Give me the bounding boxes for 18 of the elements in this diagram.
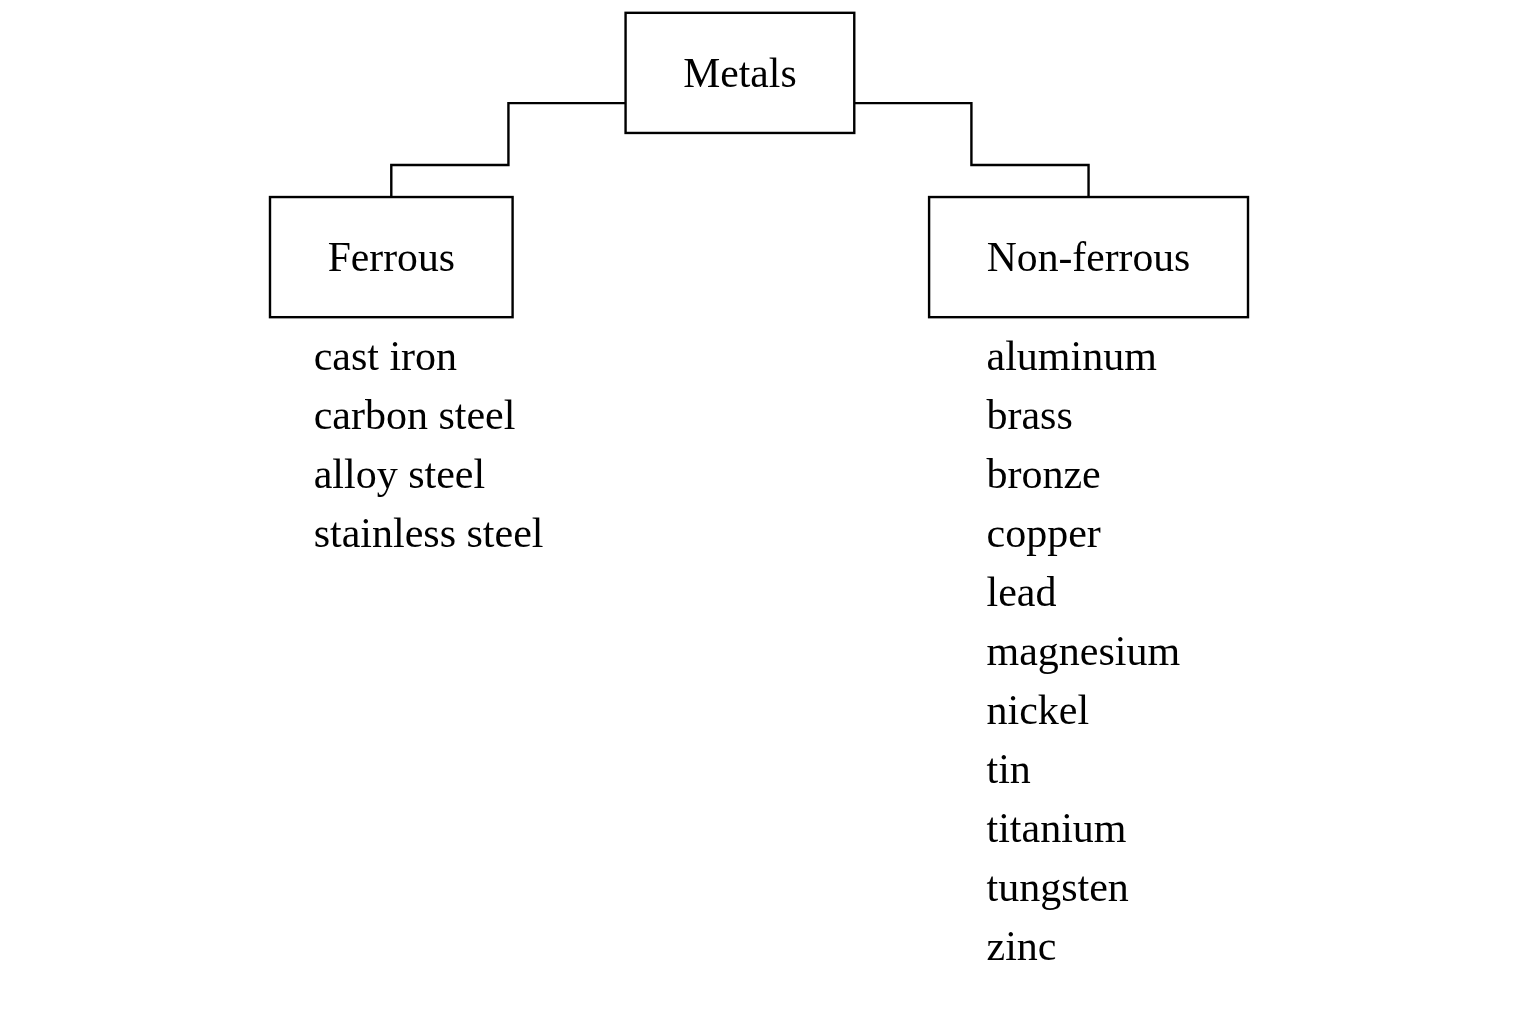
list-item: zinc bbox=[986, 922, 1058, 972]
list-item: magnesium bbox=[986, 627, 1181, 677]
list-item: stainless steel bbox=[313, 509, 544, 559]
node-box: Metals bbox=[624, 11, 856, 135]
list-item: cast iron bbox=[313, 332, 459, 382]
list-item: alloy steel bbox=[313, 450, 487, 500]
list-item: nickel bbox=[986, 686, 1091, 736]
list-item: brass bbox=[986, 391, 1074, 441]
list-item: titanium bbox=[986, 804, 1128, 854]
list-item: bronze bbox=[986, 450, 1102, 500]
list-item: lead bbox=[986, 568, 1058, 618]
list-item: copper bbox=[986, 509, 1102, 559]
list-item: tin bbox=[986, 745, 1032, 795]
list-item: aluminum bbox=[986, 332, 1158, 382]
list-item: carbon steel bbox=[313, 391, 517, 441]
node-box: Ferrous bbox=[268, 195, 514, 319]
list-item: tungsten bbox=[986, 863, 1130, 913]
node-box: Non-ferrous bbox=[927, 195, 1250, 319]
